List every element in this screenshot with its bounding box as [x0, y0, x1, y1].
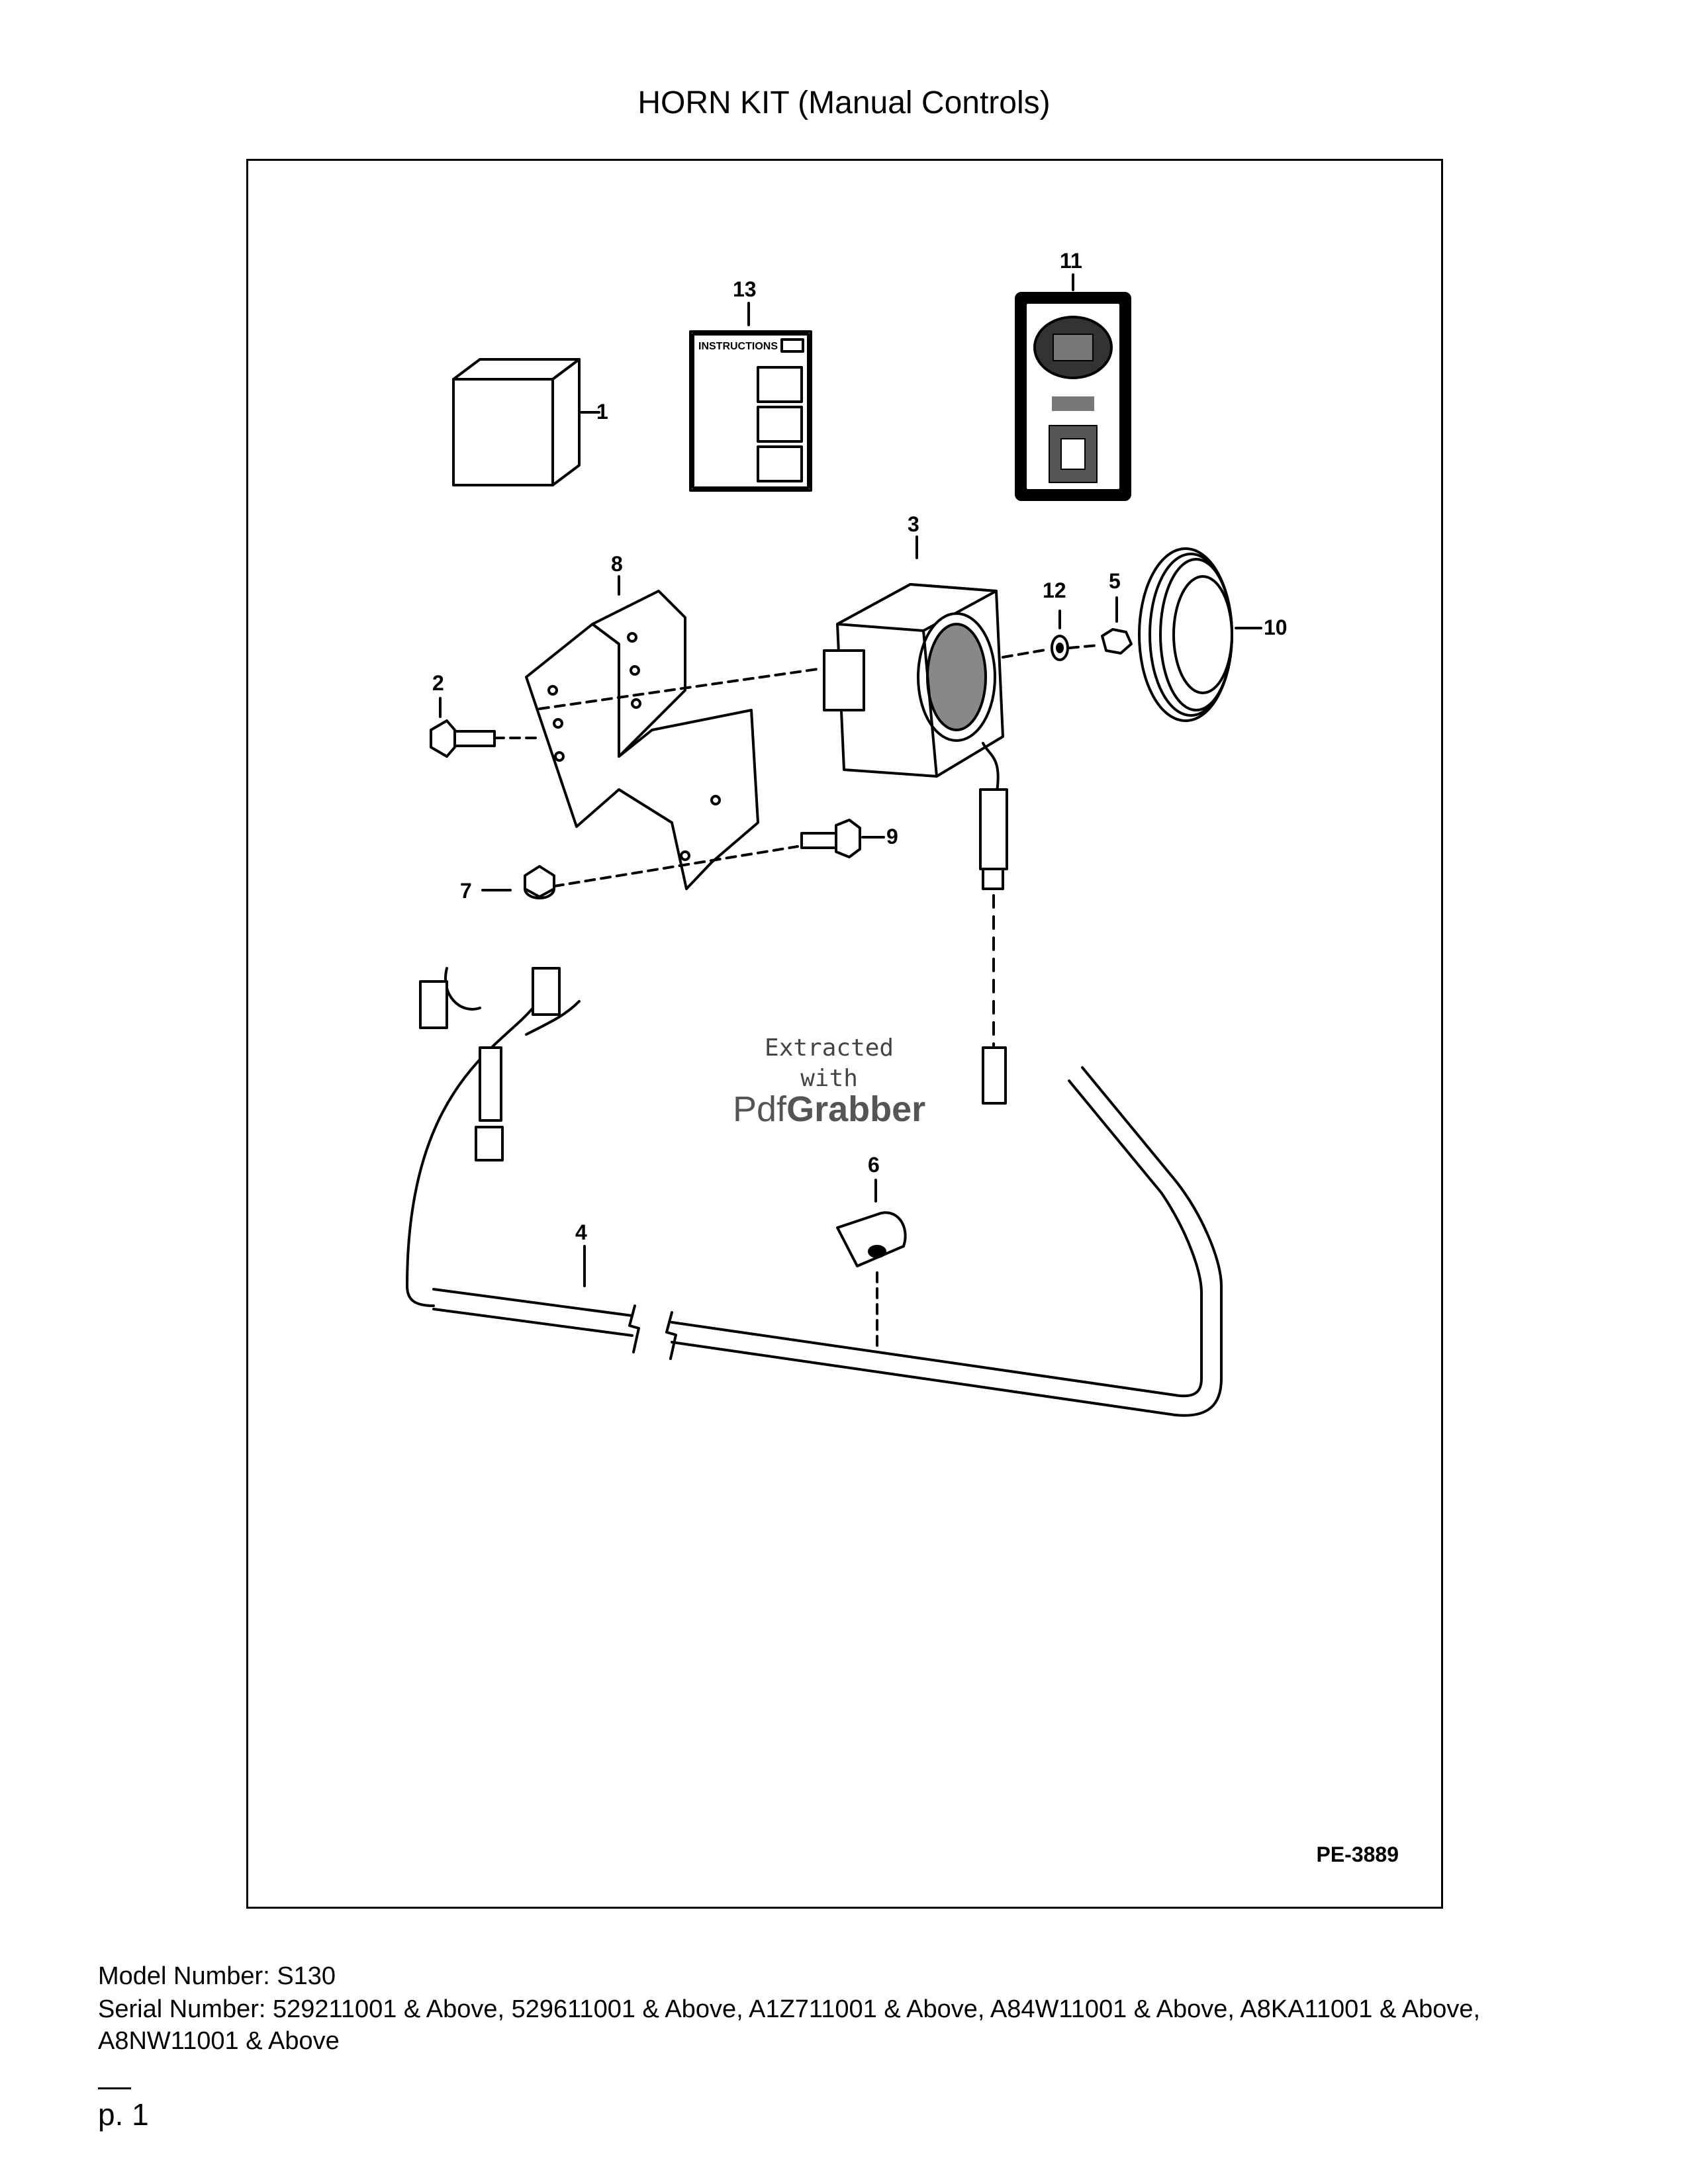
- watermark-brand-a: Pdf: [733, 1089, 787, 1129]
- footer-rule: [98, 2087, 131, 2089]
- bolt-part: [430, 697, 541, 758]
- flange-nut-part: [481, 845, 799, 899]
- mounting-bracket-part: [525, 575, 759, 890]
- callout-9: 9: [886, 825, 898, 848]
- drawing-code: PE-3889: [1316, 1843, 1399, 1866]
- parts-diagram: 1 INSTRUCTIONS 13 11: [406, 249, 1288, 1417]
- hex-bolt-part: [800, 819, 885, 858]
- horn-decal-part: [1015, 273, 1131, 501]
- callout-7: 7: [460, 879, 472, 903]
- callout-5: 5: [1109, 569, 1121, 593]
- relay-box-part: [452, 358, 600, 486]
- serial-number: Serial Number: 529211001 & Above, 529611…: [98, 1995, 1481, 2055]
- parts-diagram-frame: 1 INSTRUCTIONS 13 11: [246, 159, 1443, 1909]
- model-number: Model Number: S130: [98, 1962, 336, 1990]
- callout-3: 3: [908, 512, 919, 536]
- wiring-harness-part: [406, 967, 1223, 1417]
- watermark-line-2: with: [800, 1065, 858, 1092]
- nut-part: [1101, 596, 1133, 655]
- horn-part: [538, 535, 1051, 890]
- watermark-brand-b: Grabber: [786, 1089, 926, 1129]
- callout-1: 1: [596, 400, 608, 424]
- callout-13: 13: [733, 277, 757, 301]
- callout-8: 8: [611, 552, 623, 576]
- washer-part: [1051, 610, 1100, 661]
- callout-2: 2: [432, 671, 444, 695]
- instructions-sheet-part: [689, 302, 812, 492]
- callout-11: 11: [1060, 249, 1082, 273]
- callout-10: 10: [1264, 615, 1288, 639]
- grommet-part: [1138, 547, 1262, 722]
- callout-4: 4: [575, 1220, 587, 1244]
- page-title: HORN KIT (Manual Controls): [637, 85, 1051, 120]
- callout-12: 12: [1043, 578, 1066, 602]
- watermark: Extracted with PdfGrabber: [733, 1033, 925, 1127]
- callout-6: 6: [868, 1153, 880, 1177]
- watermark-brand: PdfGrabber: [733, 1091, 925, 1127]
- cable-clamp-part: [836, 1179, 907, 1347]
- page-marker: p. 1: [98, 2097, 149, 2132]
- watermark-line-1: Extracted: [765, 1034, 894, 1062]
- instructions-sheet-label: INSTRUCTIONS: [698, 341, 778, 352]
